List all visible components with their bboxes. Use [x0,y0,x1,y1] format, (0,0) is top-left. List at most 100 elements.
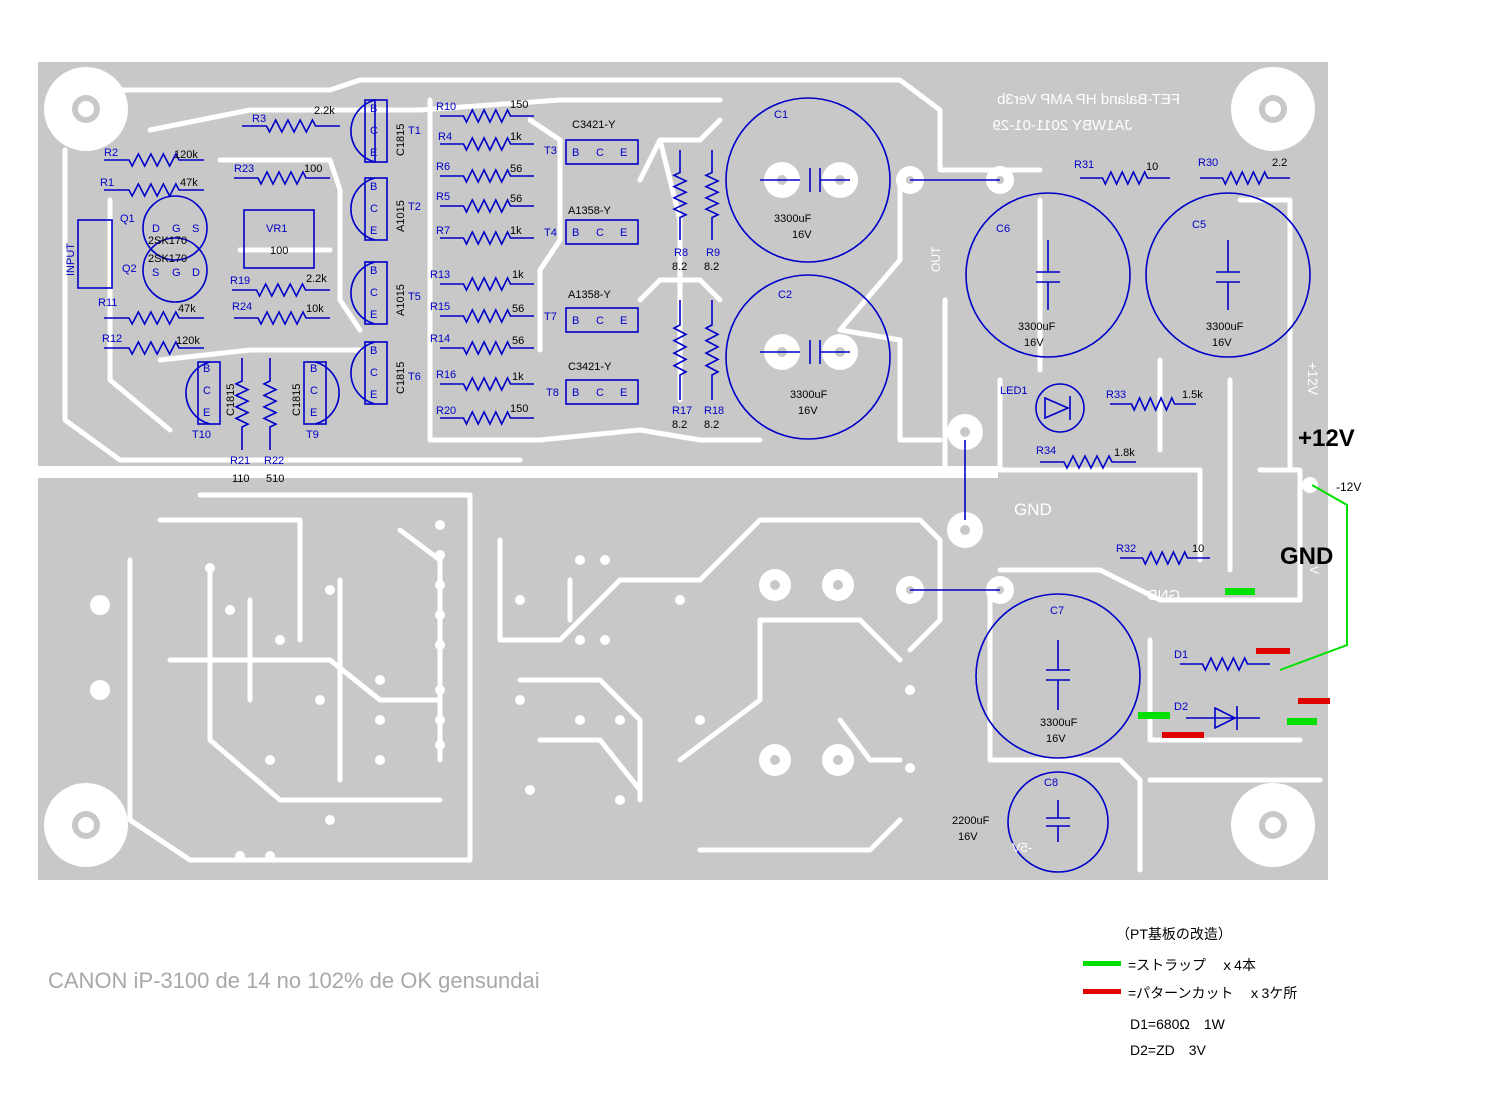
label-t1-part: C1815 [395,124,407,156]
label-c7-value: 3300uF [1040,717,1078,729]
label-t1: T1 [408,125,421,137]
pin-label: E [203,407,210,419]
pin-label: B [572,315,579,327]
pin-label: B [370,103,377,115]
pin-label: C [370,367,378,379]
r21-symbol [234,358,250,450]
out-label: OUT [929,246,943,272]
r2-symbol [104,152,204,168]
label-r18-value: 8.2 [704,419,719,431]
pin-label: G [172,267,181,279]
r8-symbol [672,150,688,240]
label-t2-part: A1015 [395,200,407,232]
label-d2: D2 [1174,701,1188,713]
label-r5-value: 56 [510,193,522,205]
pin-label: E [370,309,377,321]
label-r24-value: 10k [306,303,324,315]
label-r13: R13 [430,269,450,281]
pin-label: E [370,147,377,159]
c8-outline [1007,771,1109,873]
label-t5-part: A1015 [395,284,407,316]
pin-label: D [192,267,200,279]
c7-outline [975,593,1141,759]
label-r32: R32 [1116,543,1136,555]
label-r20-value: 150 [510,403,528,415]
label-r15: R15 [430,301,450,313]
label-r31-value: 10 [1146,161,1158,173]
r11-symbol [104,310,204,326]
t4-outline [565,219,639,245]
v-mid-label: V [1307,566,1321,574]
pin-label: B [203,363,210,375]
label-r1: R1 [100,177,114,189]
label-r20: R20 [436,405,456,417]
input-connector-outline [77,219,113,289]
label-r31: R31 [1074,159,1094,171]
label-r34: R34 [1036,445,1056,457]
r30-symbol [1200,170,1290,186]
t8-outline [565,379,639,405]
r5-symbol [440,198,534,214]
label-q2: Q2 [122,263,137,275]
t7-outline [565,307,639,333]
strap-wire [1279,484,1348,671]
gnd-label: GND [1014,500,1052,519]
label-r30: R30 [1198,157,1218,169]
v5-label: -5V [1011,840,1032,855]
component-labels: R3 2.2k R10 150 R4 1k R6 56 R5 56 R7 1k … [98,99,1287,843]
pad-holes [770,175,1004,765]
vs12-label: +12V [1305,362,1321,396]
label-r2-value: 120k [174,149,198,161]
label-c6-volt: 16V [1024,337,1044,349]
label-r3: R3 [252,113,266,125]
r31-symbol [1080,170,1170,186]
label-r34-value: 1.8k [1114,447,1135,459]
c6-outline [965,192,1131,358]
label-r8-value: 8.2 [672,261,687,273]
label-r4: R4 [438,131,452,143]
legend-strap: =ストラップ ｘ4本 [1128,957,1256,973]
pin-label: C [596,147,604,159]
pin-label: E [620,315,627,327]
label-r32-value: 10 [1192,543,1204,555]
label-t10-part: C1815 [225,384,237,416]
label-r14-value: 56 [512,335,524,347]
label-c2: C2 [778,289,792,301]
label-t9-part: C1815 [291,384,303,416]
pin-label: G [172,223,181,235]
label-t6: T6 [408,371,421,383]
label-c7: C7 [1050,605,1064,617]
label-r7-value: 1k [510,225,522,237]
r17-symbol [672,300,688,400]
strap-mark [1138,712,1170,719]
label-r11: R11 [98,297,117,309]
label-t7-part: A1358-Y [568,289,611,301]
component-overlay [77,97,1311,873]
mounting-holes [44,67,1315,867]
pin-label: C [596,227,604,239]
minus12v-label: -12V [1336,480,1361,494]
pin-label: C [596,315,604,327]
pin-label: E [370,389,377,401]
legend-d1: D1=680Ω 1W [1130,1016,1225,1032]
label-c8: C8 [1044,777,1058,789]
label-r13-value: 1k [512,269,524,281]
label-r12: R12 [102,333,122,345]
label-c5-value: 3300uF [1206,321,1244,333]
pin-label: E [620,227,627,239]
r23-symbol [234,170,330,186]
label-c8-value: 2200uF [952,815,990,827]
label-t10: T10 [192,429,211,441]
r16-symbol [440,376,534,392]
label-t7: T7 [544,311,557,323]
r19-symbol [232,282,330,298]
pin-label: C [203,385,211,397]
pin-label: B [572,147,579,159]
board-split-gap [38,466,998,478]
label-r7: R7 [436,225,450,237]
legend-strap-swatch [1083,961,1121,966]
gnd-mirror-label: GND [1147,587,1181,604]
label-r1-value: 47k [180,177,198,189]
r24-symbol [234,310,330,326]
